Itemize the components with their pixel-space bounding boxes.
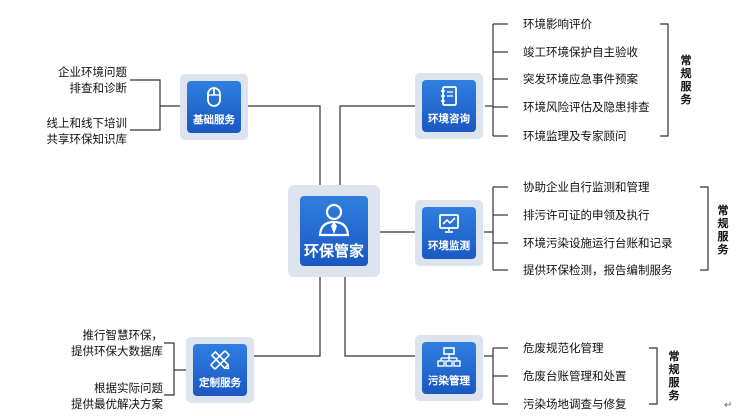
- custom-item-2-line-2: 提供最优解决方案: [71, 397, 163, 411]
- custom-item-1-line-2: 提供环保大数据库: [71, 344, 163, 358]
- consult-item-1: 环境影响评价: [523, 17, 592, 31]
- person-tie-icon: [318, 203, 350, 237]
- notebook-icon: [441, 86, 457, 106]
- mouse-icon: [207, 87, 221, 107]
- pollution-item-3: 污染场地调查与修复: [523, 397, 627, 411]
- monitor-item-2: 排污许可证的申领及执行: [523, 208, 650, 222]
- basic-label: 基础服务: [193, 114, 235, 126]
- basic-item-1-line-2: 排查和诊断: [69, 81, 128, 95]
- consult-item-3: 突发环境应急事件预案: [523, 72, 638, 86]
- consult-node: 环境咨询: [422, 80, 476, 132]
- monitor-label: 环境监测: [428, 240, 470, 252]
- pollution-item-2: 危废台账管理和处置: [523, 369, 627, 383]
- monitor-item-3: 环境污染设施运行台账和记录: [523, 236, 673, 250]
- custom-node: 定制服务: [193, 344, 247, 396]
- consult-item-2: 竣工环境保护自主验收: [523, 45, 638, 59]
- monitor-group-label: 常规服务: [717, 204, 729, 256]
- custom-item-2-line-1: 根据实际问题: [94, 381, 163, 395]
- pollution-group-label: 常规服务: [668, 350, 680, 402]
- pollution-node-frame: 污染管理: [415, 335, 483, 401]
- monitor-node-frame: 环境监测: [415, 200, 483, 266]
- hub-label: 环保管家: [303, 242, 364, 260]
- consult-group-label: 常规服务: [680, 54, 692, 106]
- monitor-item-4: 提供环保检测，报告编制服务: [523, 263, 673, 277]
- basic-node-frame: 基础服务: [180, 74, 248, 140]
- monitor-node: 环境监测: [422, 207, 476, 259]
- consult-label: 环境咨询: [428, 113, 470, 125]
- pollution-node: 污染管理: [422, 342, 476, 394]
- pollution-label: 污染管理: [428, 375, 470, 387]
- basic-item-2-line-1: 线上和线下培训: [46, 116, 128, 130]
- custom-item-1-line-1: 推行智慧环保，: [82, 328, 164, 342]
- pencil-ruler-icon: [210, 350, 230, 370]
- org-chart-icon: [437, 347, 461, 367]
- consult-node-frame: 环境咨询: [415, 73, 483, 139]
- chart-monitor-icon: [439, 214, 459, 233]
- consult-item-5: 环境监理及专家顾问: [523, 129, 627, 143]
- hub-node: 环保管家: [300, 196, 368, 266]
- custom-node-frame: 定制服务: [186, 337, 254, 403]
- consult-item-4: 环境风险评估及隐患排查: [523, 100, 650, 114]
- basic-node: 基础服务: [187, 81, 241, 133]
- paragraph-mark: ↵: [724, 400, 733, 411]
- basic-item-1-line-1: 企业环境问题: [58, 65, 127, 79]
- monitor-item-1: 协助企业自行监测和管理: [523, 180, 650, 194]
- basic-item-2-line-2: 共享环保知识库: [46, 132, 128, 146]
- pollution-item-1: 危废规范化管理: [523, 341, 604, 355]
- custom-label: 定制服务: [199, 377, 241, 389]
